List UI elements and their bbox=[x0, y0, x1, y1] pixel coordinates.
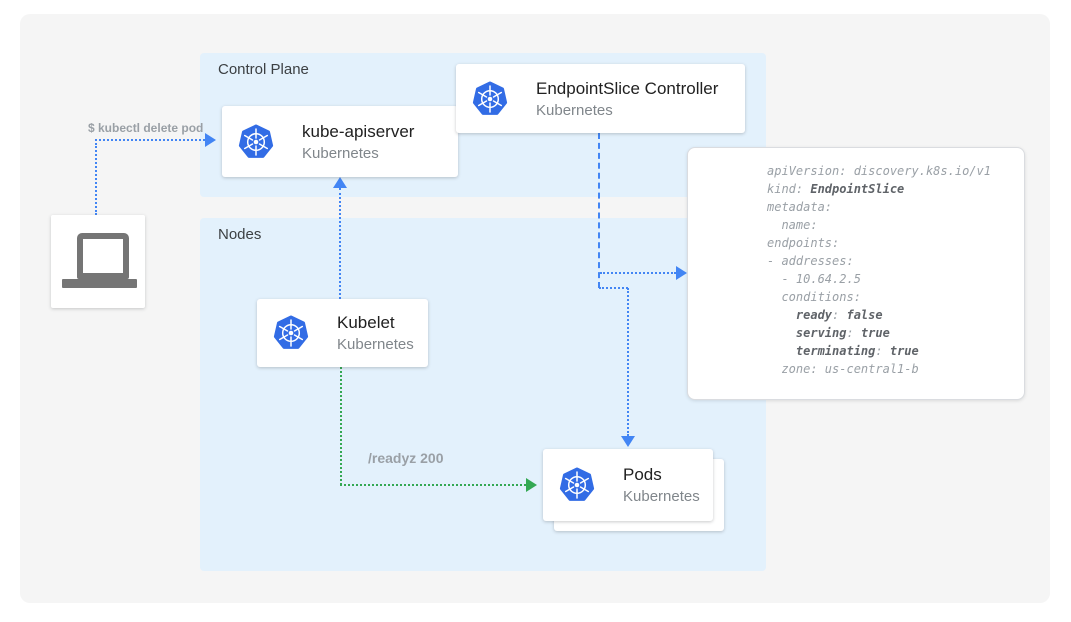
readyz-label: /readyz 200 bbox=[368, 450, 444, 466]
nodes-label: Nodes bbox=[218, 226, 262, 243]
pods-card: Pods Kubernetes bbox=[543, 449, 713, 521]
pods-subtitle: Kubernetes bbox=[623, 488, 700, 505]
arrowhead-down-into-pods bbox=[621, 436, 635, 447]
endpointslice-controller-subtitle: Kubernetes bbox=[536, 101, 613, 119]
kubernetes-icon bbox=[472, 81, 508, 115]
pods-title: Pods bbox=[623, 465, 662, 484]
arrowhead-up-into-apiserver bbox=[333, 177, 347, 188]
control-plane-label: Control Plane bbox=[218, 61, 309, 78]
kube-apiserver-subtitle: Kubernetes bbox=[302, 144, 379, 162]
edge-kubelet-readyz-vertical bbox=[340, 367, 342, 485]
kubernetes-icon bbox=[238, 124, 274, 158]
edge-controller-to-yaml-horizontal bbox=[600, 272, 676, 274]
laptop-screen-shape bbox=[77, 233, 129, 279]
client-terminal-card bbox=[51, 215, 145, 308]
edge-terminal-to-apiserver-horizontal bbox=[95, 139, 205, 141]
laptop-base-shape bbox=[62, 279, 137, 288]
kubelet-subtitle: Kubernetes bbox=[337, 336, 414, 353]
edge-controller-down-vertical bbox=[598, 133, 600, 288]
kubelet-title: Kubelet bbox=[337, 313, 395, 332]
edge-controller-to-pods-vertical bbox=[627, 288, 629, 436]
kube-apiserver-title: kube-apiserver bbox=[302, 121, 415, 141]
kubelet-card: Kubelet Kubernetes bbox=[257, 299, 428, 367]
edge-terminal-to-apiserver-vertical bbox=[95, 143, 97, 215]
arrowhead-readyz-into-pods bbox=[526, 478, 537, 492]
edge-kubelet-readyz-horizontal bbox=[340, 484, 526, 486]
kubernetes-icon bbox=[273, 315, 309, 349]
edge-kubelet-to-apiserver-vertical bbox=[339, 188, 341, 299]
endpointslice-controller-card: EndpointSlice Controller Kubernetes bbox=[456, 64, 745, 133]
arrowhead-into-apiserver bbox=[205, 133, 216, 147]
arrowhead-into-yaml-card bbox=[676, 266, 687, 280]
kubectl-command-label: $ kubectl delete pod bbox=[88, 121, 204, 135]
kube-apiserver-card: kube-apiserver Kubernetes bbox=[222, 106, 458, 177]
kubernetes-icon bbox=[559, 467, 595, 501]
edge-controller-to-pods-jog bbox=[599, 287, 628, 289]
endpointslice-controller-title: EndpointSlice Controller bbox=[536, 78, 719, 98]
